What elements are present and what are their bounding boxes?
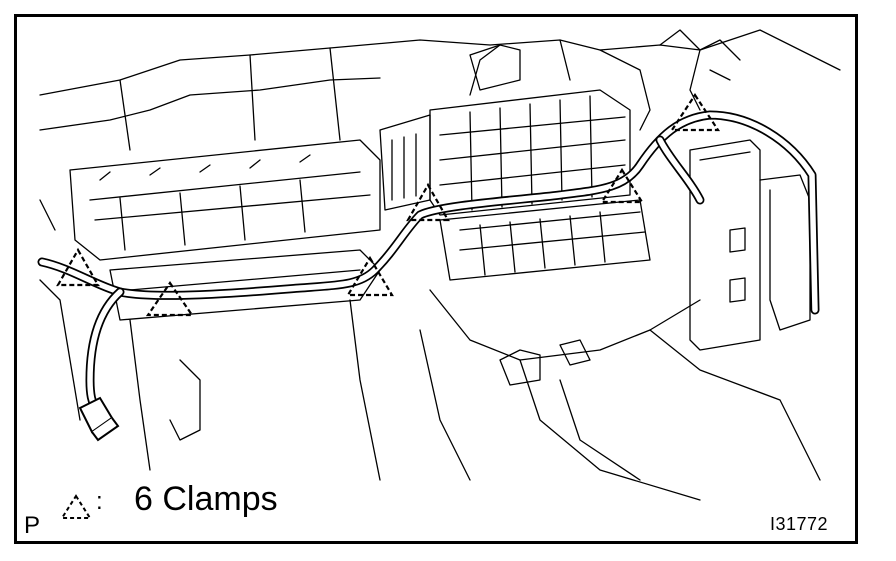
clamp-4 <box>406 182 450 222</box>
dashed-triangle-clamp-icon <box>60 494 92 519</box>
clamp-5 <box>600 167 644 204</box>
vent-box <box>69 139 381 261</box>
center-housing <box>349 299 471 481</box>
corner-mark: P <box>24 512 41 539</box>
legend-label: 6 Clamps <box>134 480 278 518</box>
illustration-frame <box>14 14 858 544</box>
clamp-1 <box>56 247 100 287</box>
figure-id: I31772 <box>770 514 829 534</box>
right-box <box>689 139 761 351</box>
clamp-3 <box>346 255 394 297</box>
connector-block <box>439 199 651 281</box>
clamp-2 <box>145 281 195 317</box>
legend-separator: : <box>96 488 103 515</box>
connector-plug <box>78 396 120 442</box>
lower-duct <box>109 249 381 321</box>
clamp-6 <box>669 92 721 132</box>
